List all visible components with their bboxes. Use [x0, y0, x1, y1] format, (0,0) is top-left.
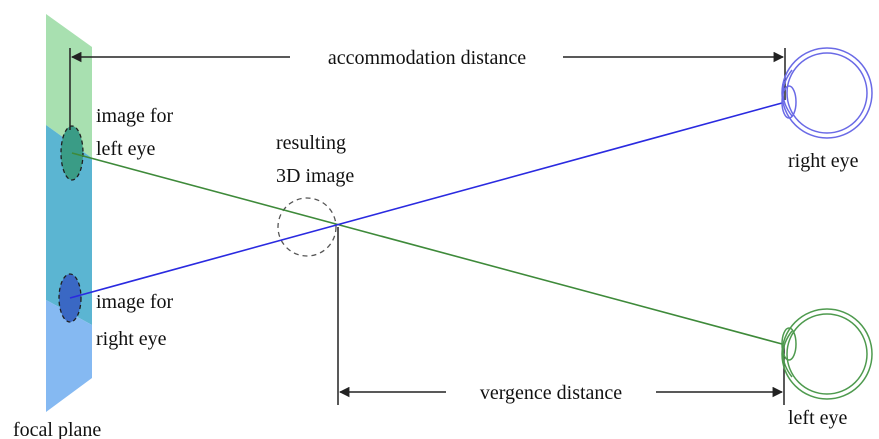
resulting-3d-image-label-line2: 3D image: [276, 165, 354, 187]
green-sight-ray: [71, 152, 783, 345]
left-eye-icon: [781, 308, 873, 400]
right-eye-label: right eye: [788, 150, 859, 172]
image-for-left-eye-label-line1: image for: [96, 105, 174, 127]
image-for-right-eye-label-line1: image for: [96, 291, 174, 313]
focal-plane-green-band: [46, 14, 92, 158]
focal-plane-label: focal plane: [13, 419, 101, 439]
blue-sight-ray: [69, 102, 783, 299]
image-for-right-eye-label-line2: right eye: [96, 328, 167, 350]
accommodation-distance-dimension: accommodation distance: [69, 47, 786, 130]
vergence-distance-dimension: vergence distance: [337, 227, 785, 405]
right-eye-icon: [781, 47, 873, 139]
accommodation-distance-label: accommodation distance: [328, 47, 526, 69]
focal-plane-teal-band: [46, 125, 92, 325]
image-for-left-eye-label-line2: left eye: [96, 138, 156, 160]
focal-plane-blue-band: [46, 300, 92, 412]
resulting-3d-image-circle: [277, 197, 337, 257]
resulting-3d-image-label-line1: resulting: [276, 132, 346, 154]
focal-plane: [46, 14, 92, 412]
vergence-distance-label: vergence distance: [480, 382, 622, 404]
left-eye-label: left eye: [788, 407, 848, 429]
